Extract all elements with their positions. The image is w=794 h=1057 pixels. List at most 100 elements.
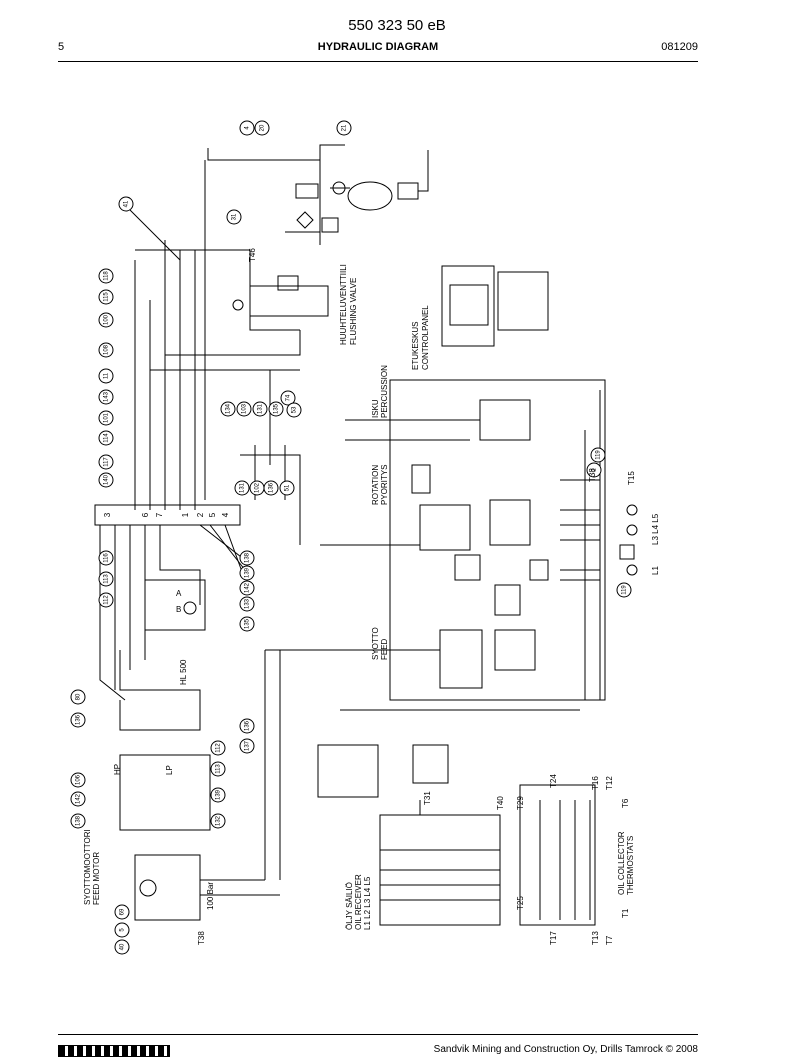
oil-receiver-label-1: ÖLJY SÄILIÖ (345, 882, 354, 930)
rotation-label-2: PYORITYS (380, 465, 389, 505)
callout-bubble: 136 (239, 718, 255, 734)
connector-number: 7 (155, 512, 164, 517)
feed-motor-label-2: FEED MOTOR (92, 852, 101, 905)
cross-line (135, 249, 300, 331)
lp-label: LP (165, 765, 174, 775)
callout-bubble: 41 (118, 196, 134, 212)
callout-bubble: 53 (286, 402, 302, 418)
controlpanel-box-1 (441, 265, 495, 347)
callout-bubble: 102 (249, 480, 265, 496)
callout-bubble: 136 (263, 480, 279, 496)
top-line (207, 144, 345, 161)
callout-bubble: 100 (98, 312, 114, 328)
flushing-valve-label-2: FLUSHING VALVE (349, 278, 358, 345)
callout-number: 80 (76, 693, 82, 700)
feed-motor-block (134, 854, 201, 921)
callout-number: 133 (245, 598, 251, 609)
center-line-1 (240, 454, 301, 545)
callout-number: 108 (104, 344, 110, 355)
callout-number: 21 (342, 124, 348, 131)
valve-small-3 (529, 559, 549, 581)
callout-number: 139 (216, 789, 222, 800)
outline-hl500 (119, 650, 201, 731)
callout-bubble: 117 (98, 454, 114, 470)
connector-strip (94, 504, 241, 526)
feed-label-1: SYOTTO (371, 627, 380, 660)
callout-number: 113 (216, 764, 222, 774)
feed-motor (139, 879, 157, 897)
callout-bubble: 131 (252, 401, 268, 417)
t-label: T46 (248, 248, 257, 262)
right-port-1 (626, 504, 638, 516)
callout-number: 69 (120, 908, 126, 915)
flush-line (165, 330, 301, 356)
right-filter (619, 544, 635, 560)
callout-bubble: 140 (98, 472, 114, 488)
callout-bubble: 139 (239, 565, 255, 581)
t-label: T24 (549, 774, 558, 788)
t-label: T25 (516, 896, 525, 910)
callout-number: 116 (104, 553, 110, 563)
oil-collector (519, 784, 596, 926)
t-label: T6 (621, 798, 630, 808)
callout-bubble: 69 (114, 904, 130, 920)
callout-bubble: 115 (98, 289, 114, 305)
company-logo (58, 1045, 170, 1057)
callout-bubble: 142 (70, 791, 86, 807)
valve-control-bracket (411, 464, 431, 494)
callout-number: 102 (255, 482, 261, 493)
diag-41 (129, 209, 181, 261)
controlpanel-inner (449, 284, 489, 326)
callout-number: 53 (292, 406, 298, 413)
percussion-label-2: PERCUSSION (380, 365, 389, 418)
callout-number: 136 (245, 720, 251, 731)
callout-bubble: 74 (280, 390, 296, 406)
callout-bubble: 112 (98, 592, 114, 608)
callout-number: 137 (245, 740, 251, 751)
callout-bubble: 106 (70, 772, 86, 788)
callout-bubble: 80 (70, 689, 86, 705)
callout-bubble: 132 (210, 813, 226, 829)
callout-bubble: 139 (210, 787, 226, 803)
callout-bubble: 40 (114, 939, 130, 955)
valve-bank (389, 379, 606, 701)
callout-number: 140 (104, 474, 110, 485)
port-a-label: A (176, 589, 182, 598)
bar-100-label: 100 Bar (206, 882, 215, 910)
t-label: T7 (605, 935, 614, 945)
switch-box (119, 754, 211, 831)
callout-bubble: 135 (239, 616, 255, 632)
flushing-valve-2 (277, 275, 299, 291)
callout-bubble: 138 (70, 813, 86, 829)
t-label: T40 (496, 796, 505, 810)
callout-number: 11 (104, 372, 110, 379)
hl500-pump (183, 601, 197, 615)
valve-feed (439, 629, 483, 689)
t-label: T16 (591, 776, 600, 790)
footer-rule (58, 1034, 698, 1035)
callout-number: 113 (104, 574, 110, 584)
callout-number: 138 (76, 815, 82, 826)
callout-bubble: 131 (234, 480, 250, 496)
callout-number: 131 (258, 403, 264, 414)
callout-number: 139 (245, 567, 251, 578)
top-valve-2 (295, 183, 319, 199)
hl500-block (144, 579, 206, 631)
valve-percussion (479, 399, 531, 441)
valve-feed-2 (494, 629, 536, 671)
callout-bubble: 138 (239, 550, 255, 566)
callout-number: 118 (104, 271, 110, 281)
rotation-label-1: ROTATION (371, 465, 380, 505)
flushing-valve-label-1: HUUHTELUVENTTIILI (339, 264, 348, 345)
callout-bubble: 135 (268, 401, 284, 417)
callout-bubble: 136 (70, 712, 86, 728)
connector-number: 2 (196, 512, 205, 517)
callout-number: 41 (124, 200, 130, 207)
callout-number: 136 (76, 714, 82, 725)
connector-number: 4 (221, 512, 230, 517)
top-valve (397, 182, 419, 200)
connector-number: 3 (103, 512, 112, 517)
connector-number: 1 (181, 512, 190, 517)
